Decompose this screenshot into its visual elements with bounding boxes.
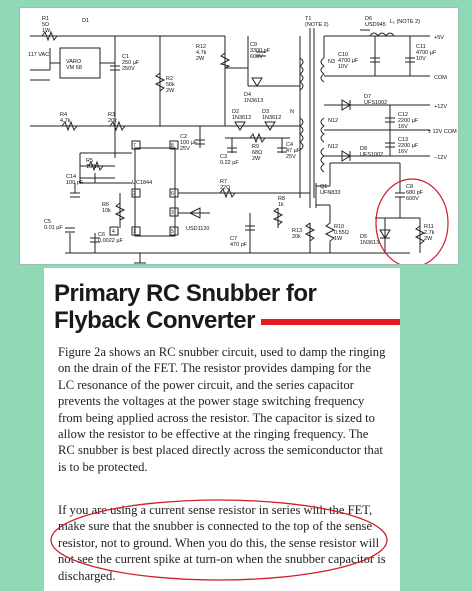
- snubber-highlight-circle: [375, 178, 449, 264]
- title-line-2: Flyback Converter: [54, 307, 400, 334]
- pin-label: 6: [171, 191, 174, 197]
- pin-label: 1: [133, 229, 136, 235]
- label-t1: T1(NOTE 2): [305, 16, 329, 28]
- label-out-12v: +12V: [434, 104, 447, 110]
- pin-label: 5: [171, 229, 174, 235]
- label-out-com: COM: [434, 75, 447, 81]
- label-out-m12: −12V: [434, 155, 447, 161]
- pin-label: 4: [112, 229, 115, 235]
- label-d1: D1: [82, 18, 89, 24]
- paragraph-2: If you are using a current sense resisto…: [58, 503, 386, 583]
- paragraph-1: Figure 2a shows an RC snubber circuit, u…: [58, 345, 386, 474]
- pin-label: 3: [171, 210, 174, 216]
- title-line-2-text: Flyback Converter: [54, 307, 255, 334]
- pin-label: 2: [133, 191, 136, 197]
- label-l1: L₁ (NOTE 2): [390, 19, 420, 25]
- title-line-1: Primary RC Snubber for: [54, 280, 317, 307]
- label-n12-b: N12: [328, 144, 338, 150]
- label-out-5v: +5V: [434, 35, 444, 41]
- label-out-pm12: ± 12V COM: [428, 129, 457, 135]
- label-n12-a: N12: [328, 118, 338, 124]
- article-panel: Primary RC Snubber for Flyback Converter…: [44, 268, 400, 591]
- pin-label: 8: [171, 143, 174, 149]
- label-usd1120: USD1120: [186, 226, 209, 232]
- label-ic-uc1844: UC1844: [132, 180, 152, 186]
- label-ac-input: 117 VAC: [28, 52, 49, 58]
- label-n3: N3: [328, 59, 335, 65]
- article-title: Primary RC Snubber for Flyback Converter: [54, 280, 400, 334]
- title-accent-bar: [260, 318, 400, 325]
- label-np: N: [290, 109, 294, 115]
- pin-label: 7: [133, 143, 136, 149]
